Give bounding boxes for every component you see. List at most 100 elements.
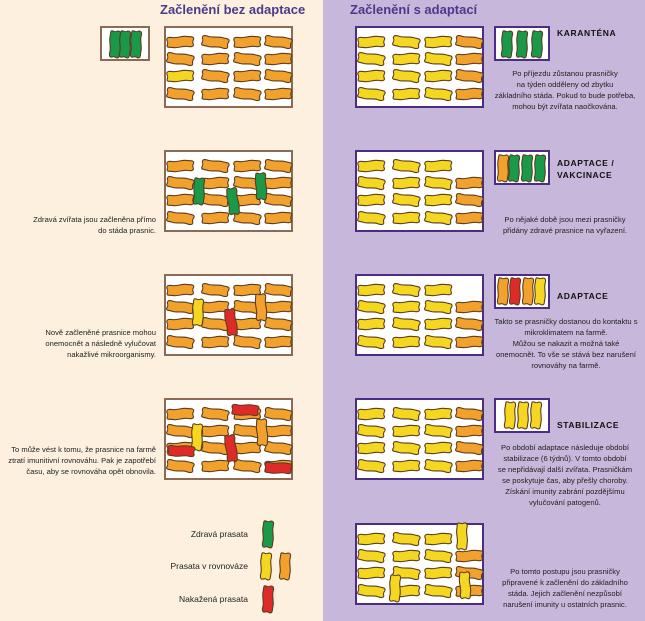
herd-pig-icon [264, 316, 293, 332]
herd-pig-icon [233, 35, 262, 49]
right-column-title: Začlenění s adaptací [350, 2, 478, 17]
herd-pig-icon [455, 211, 484, 225]
herd-pig-icon [424, 299, 453, 315]
herd-pig-icon [392, 52, 421, 66]
new-pig-icon [254, 172, 268, 201]
herd-pig-icon [392, 192, 421, 208]
herd-pig-icon [264, 282, 293, 298]
stage-label-adaptation-vaccination-2: VAKCINACE [557, 170, 613, 180]
herd-pig-icon [392, 406, 421, 422]
herd-pig-icon [455, 406, 484, 422]
new-pig-icon [255, 418, 269, 447]
pen-pig-icon [533, 154, 547, 183]
infected-pig-icon [264, 461, 293, 475]
herd-pig-icon [424, 51, 453, 67]
note-immunity-loss: To může vést k tomu, že prasnice na farm… [8, 445, 156, 476]
herd-pig-icon [264, 158, 293, 174]
herd-pig-icon [264, 440, 293, 456]
herd-pig-icon [264, 68, 293, 84]
herd-pig-icon [233, 69, 262, 83]
legend-label-balanced: Prasata v rovnováze [170, 561, 248, 571]
integrated-pig-icon [458, 571, 472, 600]
herd-pig-icon [357, 299, 386, 315]
herd-pig-icon [455, 300, 484, 314]
herd-pig-icon [357, 86, 386, 102]
herd-pig-icon [455, 440, 484, 456]
new-pig-icon [191, 298, 205, 327]
herd-pig-icon [392, 531, 421, 547]
herd-pig-icon [455, 335, 484, 349]
herd-pig-icon [424, 423, 453, 439]
herd-pig-icon [424, 35, 453, 49]
new-pig-icon [224, 308, 238, 337]
herd-pig-icon [424, 532, 453, 546]
herd-pig-icon [264, 335, 293, 349]
herd-pig-icon [357, 283, 386, 297]
herd-pig-icon [264, 406, 293, 422]
herd-pig-icon [357, 458, 386, 474]
herd-pig-icon [357, 548, 386, 564]
herd-pig-icon [424, 334, 453, 350]
herd-pig-icon [392, 34, 421, 50]
herd-pig-icon [392, 424, 421, 438]
pen-pig-icon [529, 401, 543, 430]
herd-pig-icon [424, 548, 453, 564]
herd-pig-icon [424, 210, 453, 226]
legend-healthy-pig-icon [261, 520, 275, 549]
herd-pig-icon [166, 334, 195, 350]
herd-pig-icon [264, 192, 293, 208]
herd-pig-icon [357, 159, 386, 173]
legend-balanced-pig-icon [259, 552, 273, 581]
pen-pig-icon [496, 154, 510, 183]
herd-pig-icon [424, 86, 453, 102]
left-column-title: Začlenění bez adaptace [160, 2, 306, 17]
herd-pig-icon [357, 566, 386, 580]
herd-pig-icon [201, 459, 230, 473]
herd-pig-icon [424, 175, 453, 191]
herd-pig-icon [233, 51, 262, 67]
herd-pig-icon [166, 175, 195, 191]
herd-pig-icon [392, 440, 421, 456]
herd-pig-icon [201, 52, 230, 66]
herd-pig-icon [357, 210, 386, 226]
herd-pig-icon [233, 86, 262, 102]
herd-pig-icon [424, 159, 453, 173]
herd-pig-icon [201, 406, 230, 422]
legend-infected-pig-icon [261, 585, 275, 614]
herd-pig-icon [166, 210, 195, 226]
herd-pig-icon [424, 407, 453, 421]
herd-pig-icon [264, 34, 293, 50]
herd-pig-icon [424, 441, 453, 455]
stage-label-quarantine: KARANTÉNA [557, 28, 617, 38]
quarantine-pig-icon [530, 30, 544, 59]
pen-pig-icon [503, 401, 517, 430]
herd-pig-icon [455, 87, 484, 101]
quarantine-pig-icon [500, 30, 514, 59]
incoming-pig-icon [129, 30, 143, 59]
herd-pig-icon [357, 423, 386, 439]
herd-pig-icon [357, 317, 386, 331]
pen-pig-icon [516, 401, 530, 430]
herd-pig-icon [357, 441, 386, 455]
herd-pig-icon [392, 87, 421, 101]
herd-pig-icon [357, 175, 386, 191]
herd-pig-icon [455, 34, 484, 50]
herd-pig-icon [166, 51, 195, 67]
herd-pig-icon [201, 34, 230, 50]
pen-pig-icon [521, 277, 535, 306]
adaptation-description: Takto se prasničky dostanou do kontaktu … [494, 317, 638, 370]
new-pig-icon [224, 434, 238, 463]
pen-pig-icon [508, 277, 522, 306]
herd-pig-icon [166, 86, 195, 102]
herd-pig-icon [166, 407, 195, 421]
herd-pig-icon [424, 193, 453, 207]
stage-label-stabilization: STABILIZACE [557, 420, 620, 430]
herd-pig-icon [455, 68, 484, 84]
herd-pig-icon [392, 211, 421, 225]
herd-pig-icon [455, 52, 484, 66]
herd-pig-icon [357, 334, 386, 350]
